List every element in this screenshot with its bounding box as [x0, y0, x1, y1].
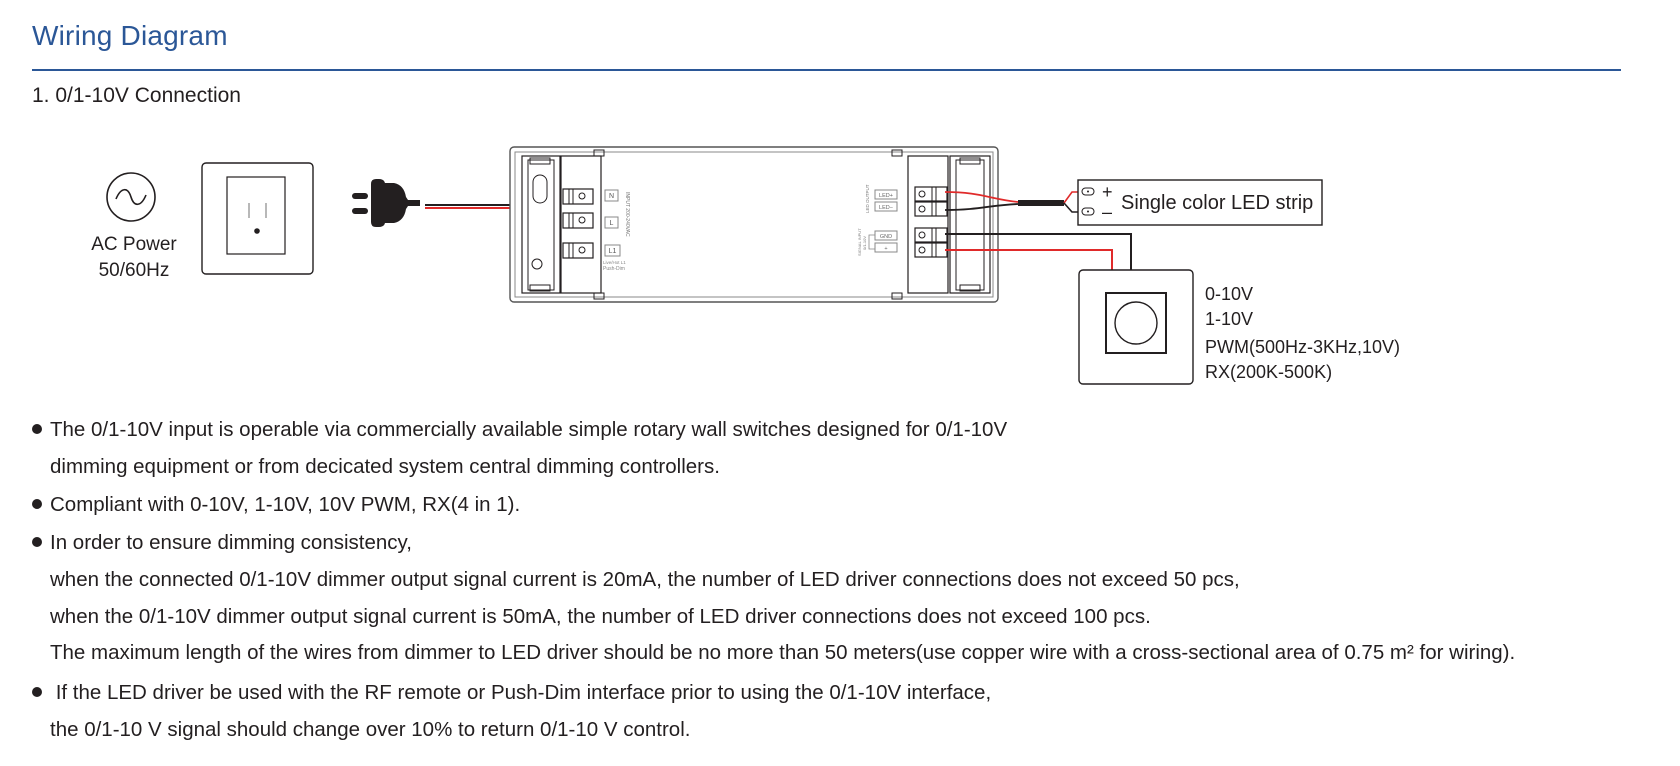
terminal-l1-label: L1: [609, 248, 617, 255]
led-driver: [509, 146, 999, 303]
note-line: the 0/1-10 V signal should change over 1…: [50, 718, 690, 742]
note-text: the 0/1-10 V signal should change over 1…: [50, 718, 691, 741]
pushdim-caption-line1: Live/Hot L1: [603, 260, 626, 265]
note-line: when the 0/1-10V dimmer output signal cu…: [50, 605, 1151, 629]
ac-power-label: AC Power: [91, 234, 177, 255]
dimmer-mode-pwm: PWM(500Hz-3KHz,10V): [1205, 337, 1400, 357]
dimmer-mode-1-10v: 1-10V: [1205, 309, 1253, 329]
led-strip-minus-label: –: [1102, 202, 1112, 222]
ac-sine-icon: [106, 172, 156, 222]
note-text: dimming equipment or from decicated syst…: [50, 455, 720, 478]
signal-input-caption-line2: 0/1-10V: [862, 236, 867, 250]
note-line: dimming equipment or from decicated syst…: [50, 455, 720, 479]
led-strip-label: Single color LED strip: [1121, 192, 1313, 214]
terminal-n-label: N: [609, 193, 614, 200]
bullet-icon: [32, 686, 42, 697]
note-text: when the connected 0/1-10V dimmer output…: [50, 568, 1240, 591]
note-text: If the LED driver be used with the RF re…: [50, 681, 992, 704]
note-line: The 0/1-10V input is operable via commer…: [32, 418, 1007, 442]
pushdim-caption-line2: Push-Dim: [603, 266, 625, 272]
page-title: Wiring Diagram: [32, 20, 228, 51]
bullet-icon: [32, 536, 42, 547]
input-voltage-caption: INPUT 200-240VAC: [624, 192, 630, 237]
note-text: In order to ensure dimming consistency,: [50, 531, 412, 554]
note-line: The maximum length of the wires from dim…: [50, 641, 1515, 665]
dimmer-mode-rx: RX(200K-500K): [1205, 362, 1332, 382]
ac-frequency-label: 50/60Hz: [99, 260, 170, 281]
terminal-led-minus-label: LED−: [879, 205, 893, 211]
note-text: The 0/1-10V input is operable via commer…: [50, 418, 1008, 441]
title-divider: [32, 69, 1621, 71]
note-line: when the connected 0/1-10V dimmer output…: [50, 568, 1240, 592]
terminal-led-plus-label: LED+: [879, 193, 893, 199]
led-strip-plus-label: +: [1102, 182, 1113, 202]
led-strip: [1077, 179, 1323, 226]
dimmer-mode-0-10v: 0-10V: [1205, 284, 1253, 304]
power-plug-icon: [352, 179, 420, 227]
signal-input-caption-line1: SIGNAL INPUT: [857, 228, 862, 256]
note-line: In order to ensure dimming consistency,: [32, 531, 412, 555]
led-output-caption: LED OUTPUT: [865, 184, 870, 213]
wall-outlet-icon: [201, 162, 314, 275]
terminal-signal-plus-label: +: [884, 246, 887, 252]
rotary-dimmer-icon: [1078, 269, 1194, 385]
section-heading: 1. 0/1-10V Connection: [32, 84, 241, 107]
bullet-icon: [32, 498, 42, 509]
terminal-gnd-label: GND: [880, 234, 892, 240]
wiring-diagram: AC Power 50/60Hz: [91, 146, 1400, 385]
note-line: Compliant with 0-10V, 1-10V, 10V PWM, RX…: [32, 493, 520, 517]
note-text: The maximum length of the wires from dim…: [50, 641, 1516, 664]
note-text: Compliant with 0-10V, 1-10V, 10V PWM, RX…: [50, 493, 521, 516]
bullet-icon: [32, 423, 42, 434]
note-text: when the 0/1-10V dimmer output signal cu…: [50, 605, 1151, 628]
note-line: If the LED driver be used with the RF re…: [32, 681, 991, 705]
terminal-l-label: L: [610, 220, 614, 227]
